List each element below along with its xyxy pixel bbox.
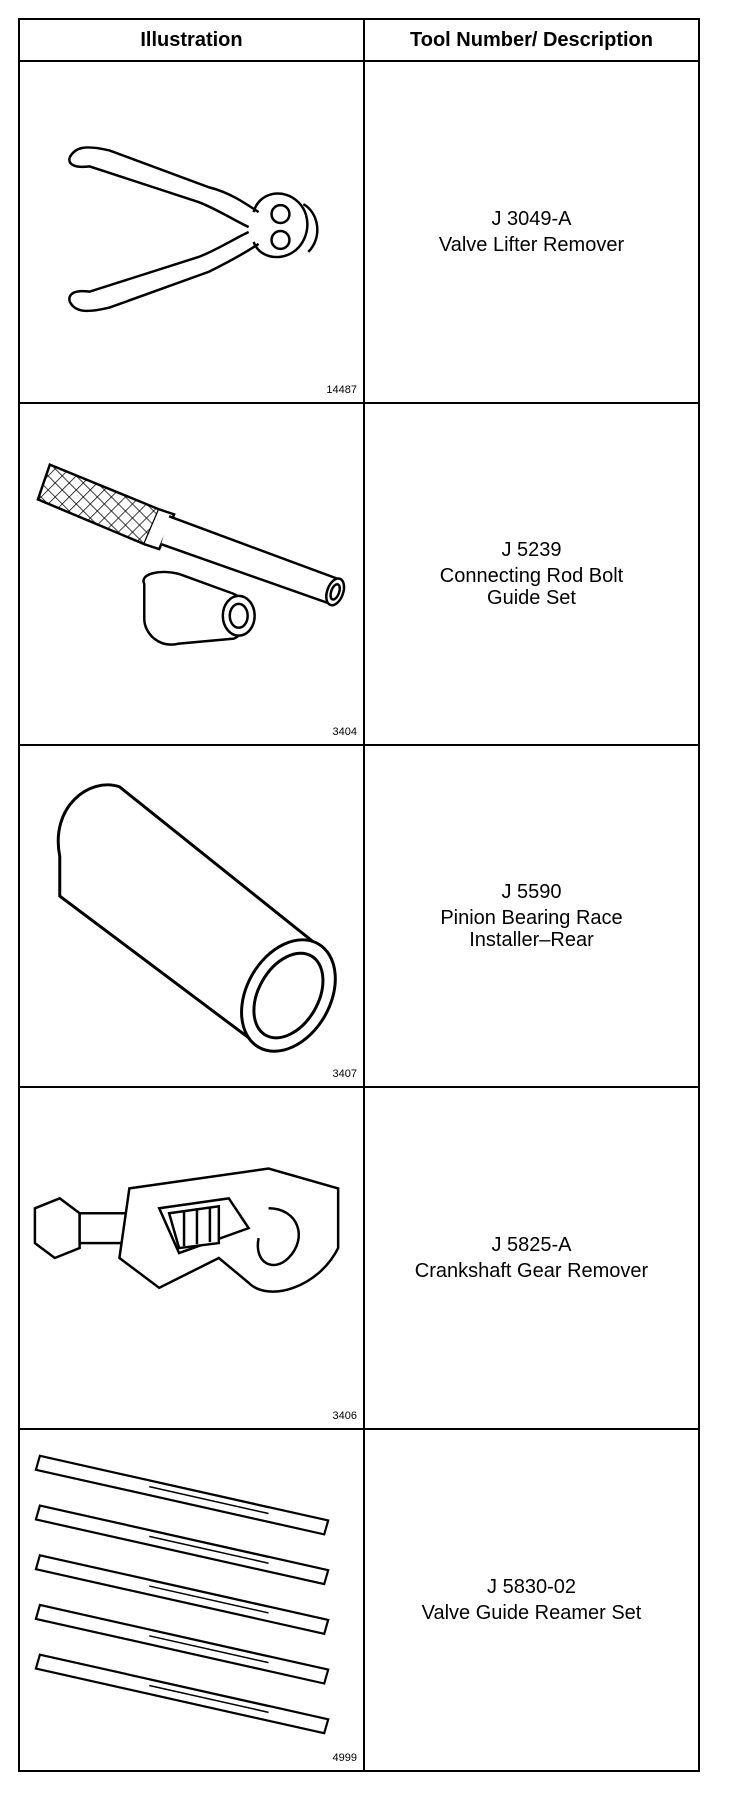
pliers-icon: [68, 146, 319, 313]
figure-number: 4999: [332, 1752, 357, 1764]
tool-number: J 3049-A: [491, 208, 572, 230]
tool-description: Pinion Bearing Race Installer–Rear: [440, 907, 623, 951]
table-row: 14487 J 3049-A Valve Lifter Remover: [18, 60, 700, 404]
table-header-row: Illustration Tool Number/ Description: [18, 18, 700, 62]
tool-table-page: Illustration Tool Number/ Description 14…: [18, 18, 700, 1778]
illustration-cell: 3406: [18, 1086, 365, 1430]
table-row: 4999 J 5830-02 Valve Guide Reamer Set: [18, 1428, 700, 1772]
tool-number: J 5825-A: [491, 1234, 572, 1256]
header-tool-description: Tool Number/ Description: [363, 18, 700, 62]
tool-number: J 5239: [501, 539, 562, 561]
description-cell: J 5830-02 Valve Guide Reamer Set: [363, 1428, 700, 1772]
tool-description: Valve Lifter Remover: [438, 234, 625, 256]
tool-description: Crankshaft Gear Remover: [414, 1260, 649, 1282]
description-cell: J 3049-A Valve Lifter Remover: [363, 60, 700, 404]
figure-number: 14487: [326, 384, 357, 396]
figure-number: 3407: [332, 1068, 357, 1080]
illustration-cell: 3407: [18, 744, 365, 1088]
tool-description: Valve Guide Reamer Set: [421, 1602, 642, 1624]
table-row: 3404 J 5239 Connecting Rod Bolt Guide Se…: [18, 402, 700, 746]
description-cell: J 5590 Pinion Bearing Race Installer–Rea…: [363, 744, 700, 1088]
rod-bolt-guide-icon: [36, 462, 346, 646]
description-cell: J 5239 Connecting Rod Bolt Guide Set: [363, 402, 700, 746]
bearing-race-installer-icon: [56, 783, 337, 1053]
illustration-cell: 14487: [18, 60, 365, 404]
tool-table: Illustration Tool Number/ Description 14…: [18, 18, 700, 1772]
table-row: 3406 J 5825-A Crankshaft Gear Remover: [18, 1086, 700, 1430]
reamer-set-icon: [34, 1454, 330, 1735]
illustration-cell: 3404: [18, 402, 365, 746]
description-cell: J 5825-A Crankshaft Gear Remover: [363, 1086, 700, 1430]
illustration-cell: 4999: [18, 1428, 365, 1772]
table-row: 3407 J 5590 Pinion Bearing Race Installe…: [18, 744, 700, 1088]
gear-puller-icon: [33, 1167, 340, 1293]
tool-number: J 5590: [501, 881, 562, 903]
tool-number: J 5830-02: [487, 1576, 576, 1598]
tool-description: Connecting Rod Bolt Guide Set: [439, 565, 624, 609]
header-illustration: Illustration: [18, 18, 365, 62]
figure-number: 3406: [332, 1410, 357, 1422]
figure-number: 3404: [332, 726, 357, 738]
